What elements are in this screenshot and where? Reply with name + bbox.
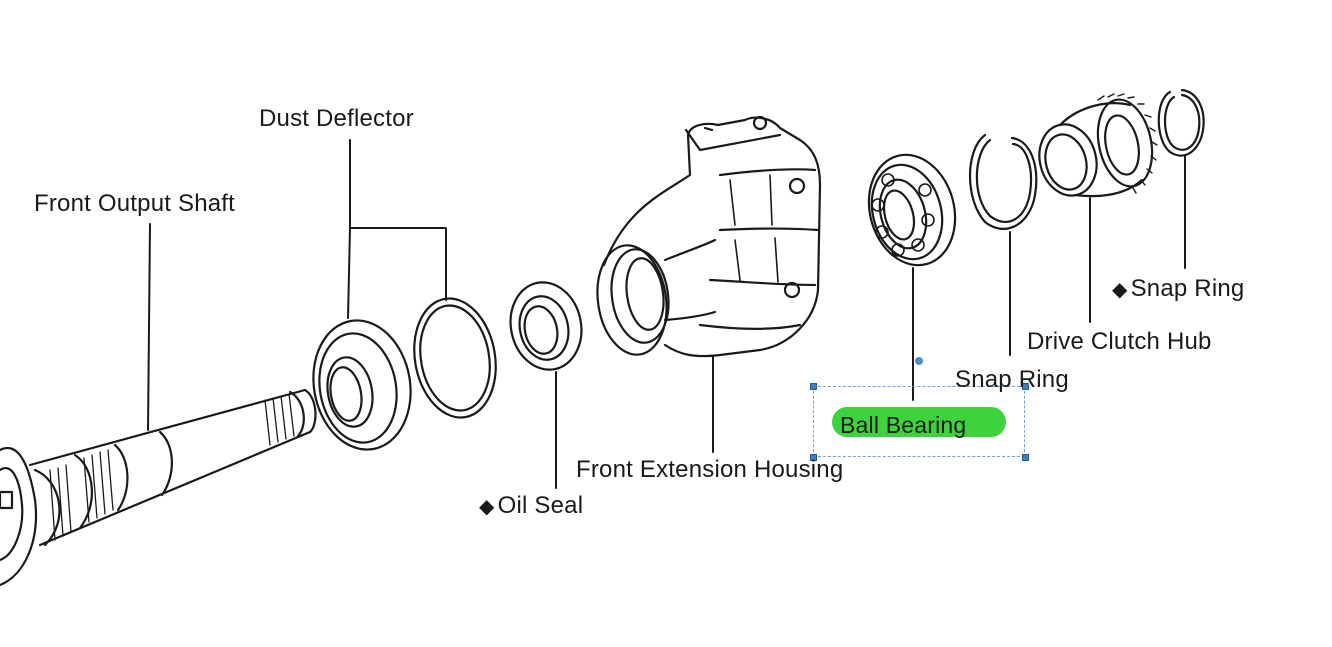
label-oil-seal: ◆Oil Seal <box>479 492 583 520</box>
front-extension-housing-drawing <box>596 115 822 358</box>
leader-lines <box>147 139 1186 489</box>
selection-handle-top-left[interactable] <box>810 383 817 390</box>
snap-ring-inner-drawing <box>969 133 1038 230</box>
bullet-diamond-icon: ◆ <box>479 496 495 518</box>
front-output-shaft-drawing <box>0 388 317 587</box>
selection-handle-bottom-right[interactable] <box>1022 454 1029 461</box>
leader-front-output-shaft <box>147 223 151 431</box>
label-snap-ring-inner: Snap Ring <box>955 366 1069 393</box>
label-dust-deflector: Dust Deflector <box>259 105 414 132</box>
dust-deflector-drawing <box>312 297 497 451</box>
ball-bearing-drawing <box>867 153 957 267</box>
oil-seal-drawing <box>509 281 583 371</box>
bullet-diamond-icon: ◆ <box>1112 279 1128 301</box>
label-ball-bearing[interactable]: Ball Bearing <box>840 412 967 438</box>
drive-clutch-hub-drawing <box>1038 93 1158 198</box>
label-front-extension-housing: Front Extension Housing <box>576 456 844 483</box>
selection-handle-top-right[interactable] <box>1022 383 1029 390</box>
rotation-handle[interactable] <box>915 357 923 365</box>
label-drive-clutch-hub: Drive Clutch Hub <box>1027 328 1212 355</box>
selection-box[interactable] <box>813 386 1025 457</box>
label-front-output-shaft: Front Output Shaft <box>34 190 236 217</box>
label-snap-ring-outer-text: Snap Ring <box>1130 275 1245 302</box>
leader-dust-deflector-branch <box>347 227 447 319</box>
ball-bearing-highlight <box>832 407 1006 437</box>
snap-ring-outer-drawing <box>1157 88 1205 157</box>
label-snap-ring-outer: ◆Snap Ring <box>1112 275 1244 303</box>
label-oil-seal-text: Oil Seal <box>497 492 584 519</box>
selection-handle-bottom-left[interactable] <box>810 454 817 461</box>
